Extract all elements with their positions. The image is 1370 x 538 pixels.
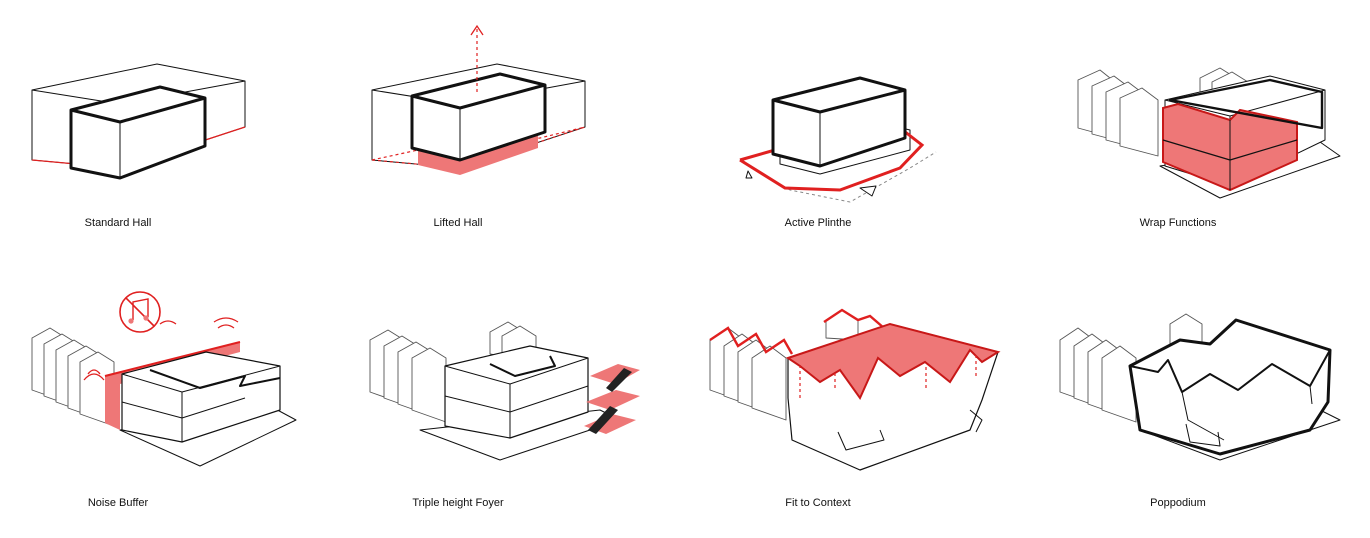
diagram-stroke: [181, 397, 246, 419]
poppodium-diagram: [1059, 313, 1341, 461]
diagram-stroke: [444, 345, 589, 439]
diagram-stroke: [1181, 391, 1225, 441]
panel-lifted-hall: Lifted Hall: [340, 0, 640, 255]
diagram-stroke: [837, 429, 885, 451]
caption: Fit to Context: [785, 497, 851, 509]
diagram-stroke: [87, 369, 101, 375]
diagram-stroke: [149, 369, 281, 389]
caption: Active Plinthe: [784, 217, 852, 229]
diagram-stroke: [128, 318, 134, 324]
hall-volume: [444, 345, 589, 439]
diagram-stroke: [1129, 349, 1331, 393]
entrance-marker: [859, 185, 877, 197]
up-arrow-icon: [799, 354, 977, 398]
diagram-stroke: [1119, 87, 1159, 157]
diagram-stroke: [125, 297, 155, 327]
panel-poppodium: Poppodium: [1059, 280, 1360, 535]
active-plinthe-diagram: [739, 76, 937, 203]
context-buildings: [31, 327, 115, 427]
wrap-functions-diagram: [1077, 67, 1341, 199]
stair: [588, 406, 618, 434]
caption: Triple height Foyer: [412, 497, 504, 509]
diagram-stroke: [590, 364, 640, 384]
up-arrow-icon: [470, 24, 484, 92]
stair: [606, 368, 632, 392]
fit-to-context-diagram: [709, 308, 1001, 471]
entrance-marker: [745, 170, 753, 179]
hall-volume: [410, 72, 547, 162]
diagram-stroke: [121, 401, 183, 419]
lifted-hall-diagram: [371, 24, 586, 175]
no-music-icon: [119, 291, 161, 333]
diagram-stroke: [1101, 345, 1137, 423]
caption: Wrap Functions: [1139, 217, 1217, 229]
hall-volume: [771, 76, 907, 168]
caption: Poppodium: [1150, 497, 1206, 509]
panel-active-plinthe: Active Plinthe: [700, 0, 1000, 255]
diagram-stroke: [411, 347, 447, 423]
caption: Noise Buffer: [87, 497, 149, 509]
standard-hall-diagram: [31, 63, 246, 180]
hall-volume: [121, 351, 281, 443]
caption: Standard Hall: [84, 217, 152, 229]
sound-wave-icon: [83, 317, 239, 381]
noise-buffer-diagram: [31, 291, 297, 467]
diagram-stroke: [489, 355, 556, 377]
context-buildings: [709, 309, 859, 421]
diagram-stroke: [470, 24, 484, 36]
foyer-floors: [584, 364, 640, 434]
diagram-stroke: [159, 320, 177, 325]
hall-outline: [1168, 78, 1324, 130]
poppodium-volume: [1128, 318, 1332, 456]
diagram-stroke: [83, 373, 105, 381]
diagram-stroke: [132, 298, 149, 320]
context-roofline: [823, 308, 885, 329]
fitted-roof: [785, 322, 1001, 400]
caption: Lifted Hall: [433, 217, 483, 229]
diagram-stroke: [1309, 385, 1313, 405]
diagram-stroke: [104, 341, 241, 377]
context-buildings: [1059, 313, 1203, 423]
panel-triple-height-foyer: Triple height Foyer: [340, 280, 640, 535]
context-roofline: [709, 326, 794, 355]
panel-fit-to-context: Fit to Context: [700, 280, 1001, 535]
panel-noise-buffer: Noise Buffer: [0, 280, 300, 535]
diagram-stroke: [1128, 318, 1332, 456]
triple-height-foyer-diagram: [369, 321, 640, 461]
context-buildings: [369, 321, 537, 423]
diagram-stroke: [69, 85, 207, 180]
panel-standard-hall: Standard Hall: [0, 0, 300, 255]
panel-wrap-functions: Wrap Functions: [1060, 0, 1360, 255]
diagram-stroke: [143, 315, 149, 321]
site-outline-dashed: [371, 126, 586, 169]
diagram-stroke: [509, 385, 589, 413]
hall-volume: [69, 85, 207, 180]
diagram-stroke: [751, 345, 787, 421]
diagram-stroke: [217, 324, 235, 329]
diagram-stroke: [1185, 423, 1221, 447]
diagram-stroke: [586, 390, 640, 410]
diagram-stroke: [969, 409, 983, 433]
wrapping-functions: [1162, 102, 1298, 192]
diagram-stroke: [444, 395, 511, 413]
noise-buffer-wall: [104, 341, 241, 430]
diagram-stroke: [213, 317, 239, 323]
